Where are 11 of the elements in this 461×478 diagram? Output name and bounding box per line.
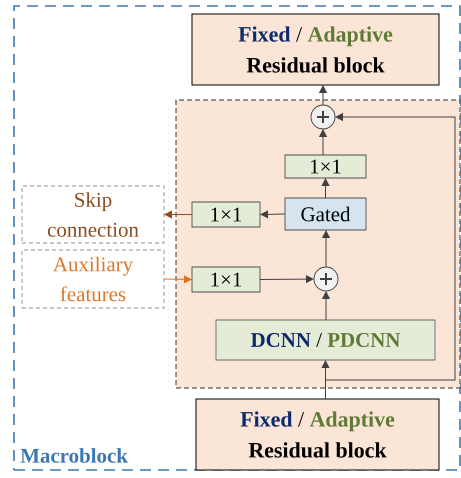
conv-box: 1×1: [284, 154, 366, 178]
residual-block-box: Fixed / Adaptive Residual block: [196, 398, 440, 470]
residual-block-box: Fixed / Adaptive Residual block: [192, 14, 440, 86]
gated-box: Gated: [284, 198, 366, 230]
conv-box: 1×1: [192, 266, 260, 292]
input-box: Auxiliary features: [22, 250, 164, 308]
conv-box: 1×1: [192, 202, 260, 228]
sum-circle: [310, 104, 336, 130]
output-box: Skip connection: [22, 186, 164, 244]
conv-box: DCNN / PDCNN: [216, 320, 436, 360]
sum-circle: [314, 266, 338, 292]
